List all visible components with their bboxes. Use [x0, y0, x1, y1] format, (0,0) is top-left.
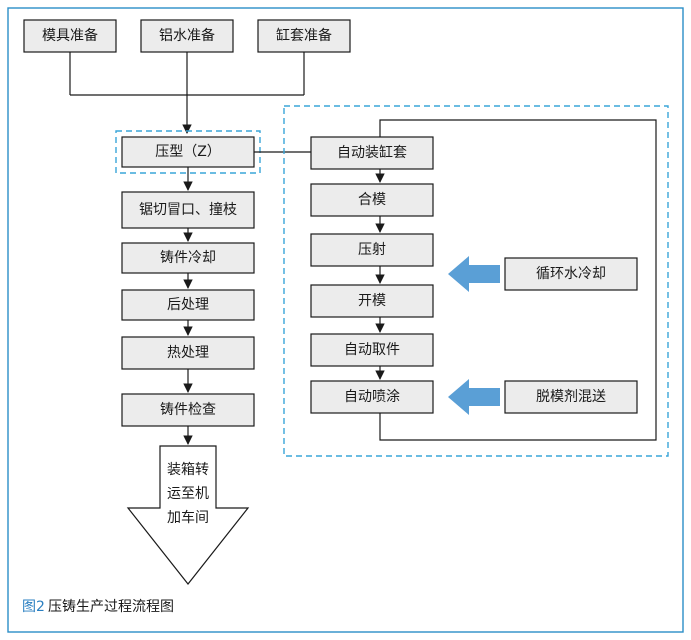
- main-label-inspect: 铸件检查: [160, 402, 216, 418]
- prep-label-aluminum: 铝水准备: [159, 27, 215, 44]
- cycle-label-close-mold: 合模: [358, 192, 386, 208]
- prep-box-sleeve: 缸套准备: [257, 19, 351, 53]
- input-cooling: 循环水冷却: [504, 257, 638, 291]
- cycle-label-spray: 自动喷涂: [344, 389, 400, 405]
- caption-text: 压铸生产过程流程图: [48, 599, 174, 615]
- main-step-sawing: 锯切冒口、撞枝: [121, 191, 255, 229]
- figure-caption: 图2 压铸生产过程流程图: [22, 599, 174, 615]
- final-big-arrow: 装箱转 运至机 加车间: [126, 445, 250, 585]
- main-label-heat: 热处理: [167, 345, 209, 361]
- prep-box-mold: 模具准备: [23, 19, 117, 53]
- cooling-input-arrow: [448, 256, 500, 292]
- main-step-heat: 热处理: [121, 336, 255, 370]
- main-step-press: 压型（Z）: [121, 136, 255, 168]
- cycle-label-load-sleeve: 自动装缸套: [337, 144, 407, 161]
- prep-label-mold: 模具准备: [42, 27, 98, 44]
- caption-prefix: 图2: [22, 599, 45, 615]
- input-release-agent: 脱模剂混送: [504, 380, 638, 414]
- outer-frame: [7, 7, 684, 633]
- cycle-step-inject: 压射: [310, 233, 434, 267]
- prep-merge-connector: [69, 52, 305, 134]
- release-agent-input-arrow: [448, 379, 500, 415]
- cycle-step-spray: 自动喷涂: [310, 380, 434, 414]
- main-label-postprocess: 后处理: [167, 297, 209, 313]
- final-label-line3: 加车间: [167, 509, 209, 526]
- cycle-loop-line: [379, 119, 657, 441]
- final-label-line1: 装箱转: [167, 462, 209, 478]
- main-step-postprocess: 后处理: [121, 289, 255, 321]
- main-label-cooling: 铸件冷却: [160, 250, 216, 266]
- cycle-label-open-mold: 开模: [358, 293, 386, 309]
- cycle-step-load-sleeve: 自动装缸套: [310, 136, 434, 170]
- main-step-inspect: 铸件检查: [121, 393, 255, 427]
- cycle-step-close-mold: 合模: [310, 183, 434, 217]
- main-label-press: 压型（Z）: [155, 144, 221, 160]
- cycle-container-dashed: [283, 105, 669, 457]
- cycle-step-open-mold: 开模: [310, 284, 434, 318]
- final-label-line2: 运至机: [167, 486, 209, 502]
- input-label-cooling: 循环水冷却: [536, 266, 606, 282]
- main-step-cooling: 铸件冷却: [121, 242, 255, 274]
- main-label-sawing: 锯切冒口、撞枝: [139, 202, 237, 218]
- input-label-release-agent: 脱模剂混送: [536, 389, 606, 405]
- cycle-label-inject: 压射: [358, 242, 386, 258]
- prep-box-aluminum: 铝水准备: [140, 19, 234, 53]
- cycle-label-take-part: 自动取件: [344, 342, 400, 358]
- prep-label-sleeve: 缸套准备: [276, 27, 332, 44]
- cycle-step-take-part: 自动取件: [310, 333, 434, 367]
